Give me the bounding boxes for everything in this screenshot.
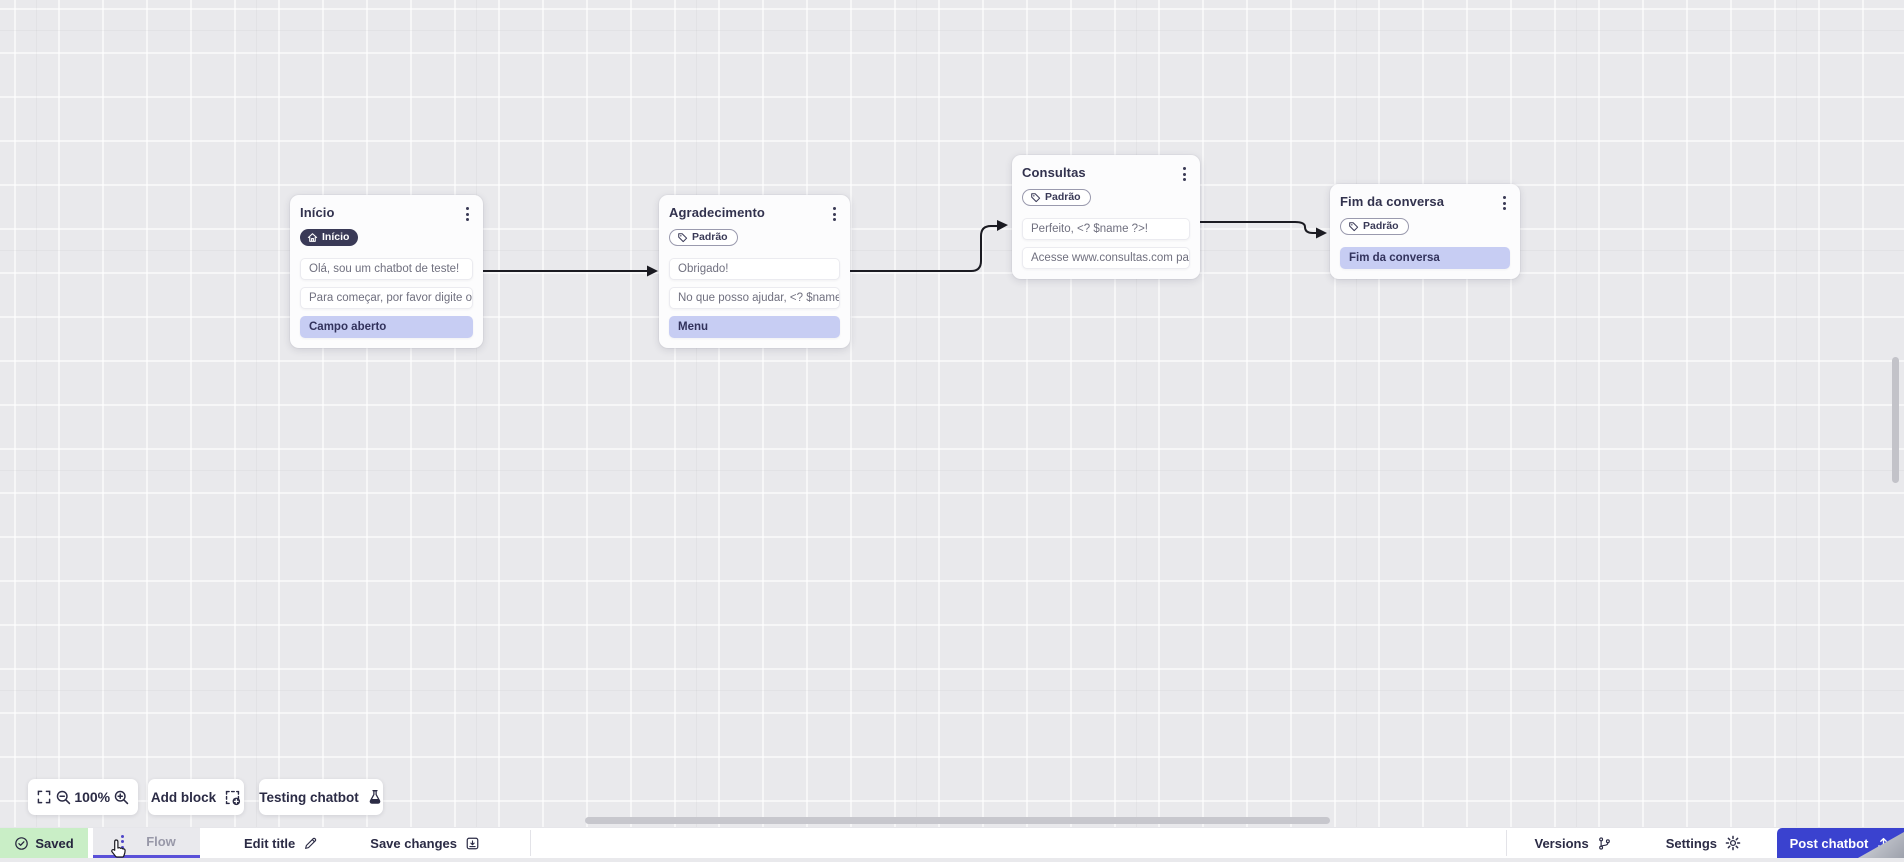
- node-fim-da-conversa[interactable]: Fim da conversa Padrão Fim da conversa: [1330, 184, 1520, 279]
- versions-button[interactable]: Versions: [1515, 828, 1632, 858]
- settings-button[interactable]: Settings: [1646, 828, 1761, 858]
- message-row[interactable]: Obrigado!: [669, 258, 840, 280]
- node-title: Início: [300, 205, 335, 220]
- horizontal-scrollbar[interactable]: [585, 817, 1330, 824]
- node-title: Consultas: [1022, 165, 1086, 180]
- node-consultas[interactable]: Consultas Padrão Perfeito, <? $name ?>! …: [1012, 155, 1200, 279]
- action-row[interactable]: Campo aberto: [300, 316, 473, 338]
- add-block-button[interactable]: Add block: [148, 779, 244, 815]
- add-block-icon: [224, 789, 241, 806]
- git-branch-icon: [1597, 836, 1612, 851]
- edit-title-button[interactable]: Edit title: [224, 828, 338, 858]
- arrowhead-icon: [1316, 228, 1327, 239]
- padrao-badge: Padrão: [1340, 218, 1409, 235]
- padrao-badge: Padrão: [669, 229, 738, 246]
- tag-icon: [1348, 221, 1359, 232]
- kebab-menu-icon[interactable]: [462, 205, 473, 223]
- status-bar: Saved Flow Edit title Save changes Versi…: [0, 827, 1904, 858]
- save-icon: [465, 836, 480, 851]
- node-inicio[interactable]: Início Início Olá, sou um chatbot de tes…: [290, 195, 483, 348]
- flow-canvas[interactable]: Início Início Olá, sou um chatbot de tes…: [0, 0, 1904, 827]
- hand-cursor-icon: [108, 838, 130, 862]
- node-agradecimento[interactable]: Agradecimento Padrão Obrigado! No que po…: [659, 195, 850, 348]
- connection-line[interactable]: [1200, 222, 1317, 233]
- node-title: Agradecimento: [669, 205, 765, 220]
- divider: [1506, 830, 1507, 856]
- kebab-menu-icon[interactable]: [1179, 165, 1190, 183]
- check-circle-icon: [14, 836, 29, 851]
- vertical-scrollbar[interactable]: [1892, 357, 1899, 483]
- tag-icon: [677, 232, 688, 243]
- zoom-level: 100%: [74, 789, 110, 805]
- home-icon: [307, 232, 318, 243]
- flow-tab-label: Flow: [146, 834, 176, 849]
- save-changes-button[interactable]: Save changes: [350, 828, 500, 858]
- kebab-menu-icon[interactable]: [829, 205, 840, 223]
- tag-icon: [1030, 192, 1041, 203]
- flask-icon: [367, 789, 383, 805]
- gear-icon: [1725, 835, 1741, 851]
- message-row[interactable]: Perfeito, <? $name ?>!: [1022, 218, 1190, 240]
- saved-status-badge: Saved: [0, 828, 88, 858]
- padrao-badge: Padrão: [1022, 189, 1091, 206]
- zoom-toolbar: 100%: [28, 779, 138, 815]
- arrowhead-icon: [647, 266, 658, 277]
- zoom-out-icon[interactable]: [55, 789, 72, 806]
- action-row[interactable]: Menu: [669, 316, 840, 338]
- zoom-in-icon[interactable]: [113, 789, 130, 806]
- action-row[interactable]: Fim da conversa: [1340, 247, 1510, 269]
- message-row[interactable]: Para começar, por favor digite o ...: [300, 287, 473, 309]
- arrowhead-icon: [997, 220, 1008, 231]
- node-title: Fim da conversa: [1340, 194, 1444, 209]
- kebab-menu-icon[interactable]: [1499, 194, 1510, 212]
- testing-chatbot-button[interactable]: Testing chatbot: [259, 779, 383, 815]
- message-row[interactable]: Olá, sou um chatbot de teste!: [300, 258, 473, 280]
- connection-layer: [0, 0, 1904, 827]
- pencil-icon: [303, 836, 318, 851]
- message-row[interactable]: Acesse www.consultas.com par...: [1022, 247, 1190, 269]
- start-badge: Início: [300, 229, 358, 246]
- connection-line[interactable]: [850, 226, 998, 271]
- fullscreen-icon[interactable]: [36, 789, 52, 805]
- message-row[interactable]: No que posso ajudar, <? $name ...: [669, 287, 840, 309]
